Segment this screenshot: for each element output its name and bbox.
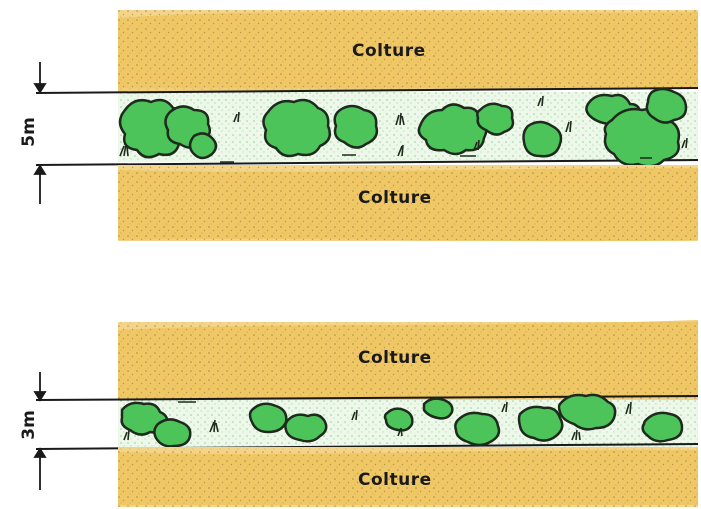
shrub xyxy=(335,106,377,148)
shrub xyxy=(455,413,499,445)
field-bottom-2: Colture xyxy=(118,447,698,507)
shrub xyxy=(154,419,190,446)
field-top-1: Colture xyxy=(118,10,698,92)
shrub xyxy=(524,122,562,156)
field-top-2: Colture xyxy=(118,320,698,400)
field-label-bottom-1: Colture xyxy=(358,188,432,208)
width-label-1: 5m xyxy=(19,117,39,147)
width-dimension-2: 3m xyxy=(19,372,45,490)
field-label-top-1: Colture xyxy=(352,41,426,61)
hedgerow-diagram-3m: Colture xyxy=(19,320,698,507)
shrub xyxy=(385,409,412,431)
shrub xyxy=(190,133,216,158)
shrub xyxy=(643,413,682,441)
shrub xyxy=(519,407,562,441)
width-dimension-1: 5m xyxy=(19,62,45,204)
field-label-top-2: Colture xyxy=(358,348,432,368)
shrub xyxy=(263,100,329,156)
shrub xyxy=(250,404,286,432)
shrub xyxy=(424,399,452,419)
hedgerow-diagram-5m: Colture xyxy=(19,10,698,241)
field-bottom-1: Colture xyxy=(118,165,698,241)
shrub xyxy=(285,415,326,442)
shrub xyxy=(647,89,686,123)
field-label-bottom-2: Colture xyxy=(358,470,432,490)
width-label-2: 3m xyxy=(19,410,39,440)
